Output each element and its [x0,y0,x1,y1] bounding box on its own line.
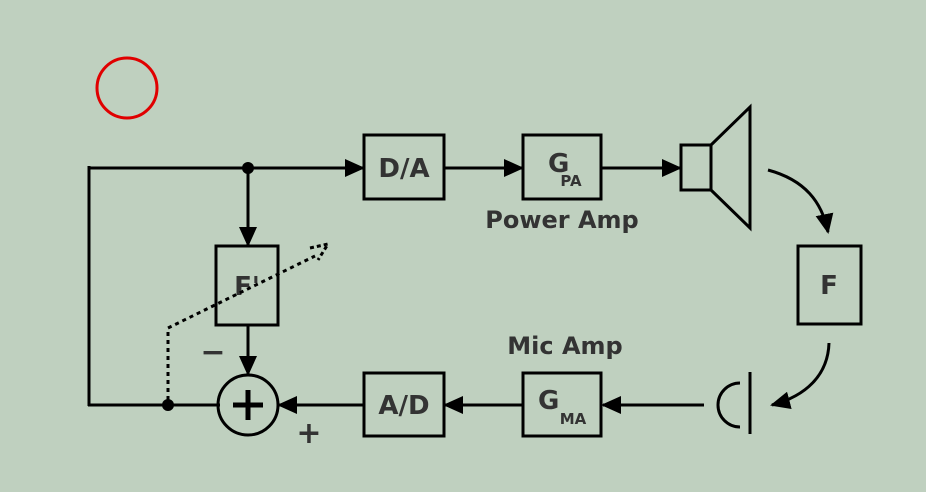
speaker-icon [679,103,752,232]
fprime-label: F' [234,272,260,302]
junction-dot-bottom [162,399,174,411]
f-block [796,244,863,326]
adaptation-arrow-head [309,241,332,261]
microphone-icon [716,372,752,434]
adaptation-path [166,254,316,400]
f-label: F [820,271,838,301]
acoustic-path-in [770,342,831,410]
gma-main-label: G [538,386,559,416]
circle-plus-icon [216,373,280,437]
acoustic-path-out [767,168,834,234]
minus-sign: − [200,335,225,370]
da-label: D/A [378,154,429,184]
red-circle-icon [95,56,159,120]
mic-amp-caption: Mic Amp [507,332,622,360]
plus-sign: + [296,416,321,451]
power-amp-caption: Power Amp [485,206,638,234]
svg-text:G: G [548,149,569,179]
svg-text:G: G [538,386,559,416]
gpa-main-label: G [548,149,569,179]
ad-label: A/D [378,391,429,421]
gpa-sub-label: PA [560,172,582,190]
gma-sub-label: MA [560,410,587,428]
